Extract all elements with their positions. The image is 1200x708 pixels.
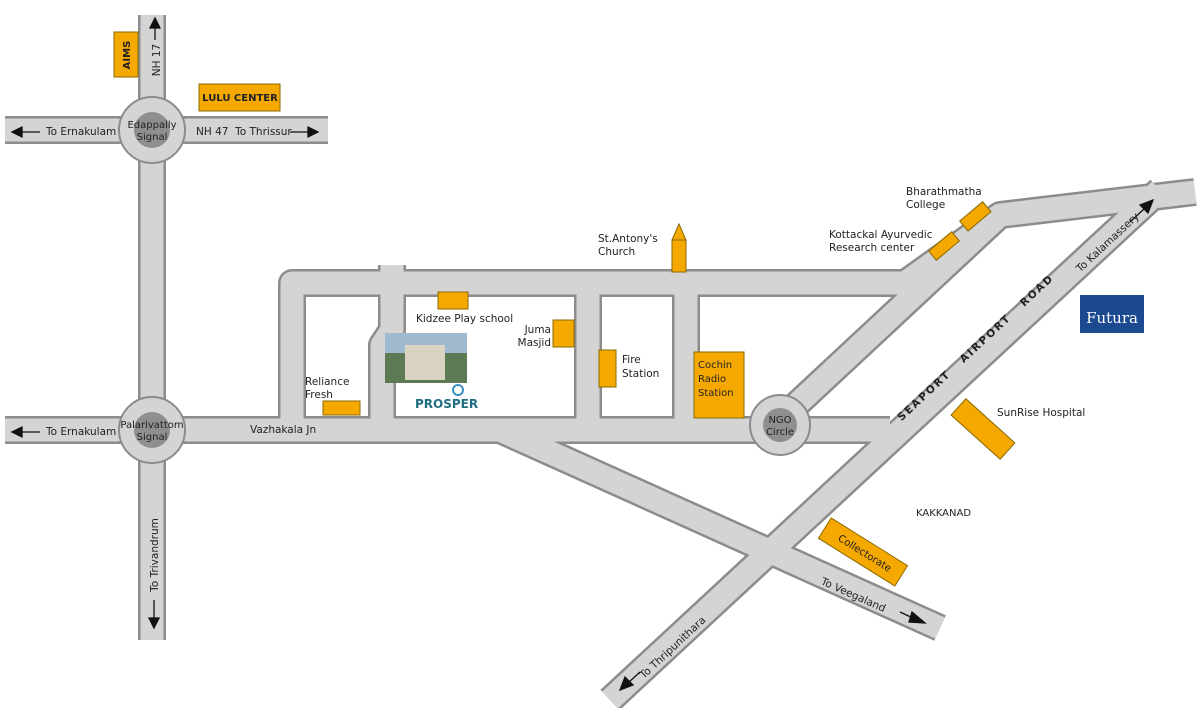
- kottackal-box: [927, 231, 961, 261]
- arrow-up-icon: [148, 16, 162, 29]
- juma-label-2: Masjid: [518, 337, 551, 349]
- aims-box: [113, 31, 139, 78]
- prosper-logo: PROSPER: [415, 384, 478, 411]
- arrow-upright-icon: [1138, 198, 1155, 215]
- bharathmatha-label: Bharathmatha: [906, 186, 982, 198]
- cochin-radio-label: Cochin: [698, 360, 732, 371]
- arrow-left-icon: [10, 425, 23, 439]
- lulu-box: [198, 83, 281, 112]
- to-ernakulam-top-label: To Ernakulam: [45, 126, 116, 138]
- arrow-downleft-icon: [618, 675, 635, 692]
- kottackal-label: Kottackal Ayurvedic: [829, 229, 933, 241]
- sunrise-label: SunRise Hospital: [997, 407, 1085, 419]
- reliance-label-2: Fresh: [305, 389, 333, 401]
- edappally-roundabout: [118, 96, 186, 164]
- fire-label: Fire: [622, 354, 641, 366]
- edappally-label: Edappally: [127, 120, 176, 131]
- nh47-label: NH 47 To Thrissur: [196, 126, 292, 138]
- to-trivandrum-label: To Trivandrum: [149, 518, 161, 593]
- kidzee-box: [437, 291, 469, 310]
- fire-box: [598, 349, 617, 388]
- cochin-radio-label-2: Radio: [698, 374, 726, 385]
- nh17-label: NH 17: [151, 44, 163, 76]
- bharathmatha-label-2: College: [906, 199, 945, 211]
- lulu-label: LULU CENTER: [202, 93, 278, 104]
- juma-label: Juma: [524, 324, 551, 336]
- landmark-boxes: [113, 31, 1016, 587]
- ngo-circle: [749, 394, 811, 456]
- cochin-radio-box: [693, 351, 745, 419]
- arrow-downright-icon: [908, 610, 927, 624]
- reliance-box: [322, 400, 361, 416]
- arrow-right-icon: [307, 125, 320, 139]
- to-ernakulam-bottom-label: To Ernakulam: [45, 426, 116, 438]
- arrow-left-icon: [10, 125, 23, 139]
- juma-box: [552, 319, 575, 348]
- church-spire-icon: [671, 222, 687, 241]
- svg-text:PROSPER: PROSPER: [415, 397, 478, 411]
- reliance-label: Reliance: [305, 376, 349, 388]
- ngo-label-2: Circle: [766, 427, 794, 438]
- vazhakala-label: Vazhakala Jn: [250, 424, 316, 436]
- arrow-down-icon: [147, 617, 161, 630]
- kottackal-label-2: Research center: [829, 242, 915, 254]
- palarivattom-label-2: Signal: [137, 432, 168, 443]
- kakkanad-label: KAKKANAD: [916, 508, 971, 519]
- direction-arrows: [10, 16, 1155, 692]
- palarivattom-roundabout: [118, 396, 186, 464]
- church-label: St.Antony's: [598, 233, 658, 245]
- collectorate-box: [817, 517, 909, 587]
- fire-label-2: Station: [622, 368, 659, 380]
- cochin-radio-label-3: Station: [698, 388, 734, 399]
- church-label-2: Church: [598, 246, 635, 258]
- church-box: [671, 239, 687, 273]
- bharathmatha-box: [958, 201, 992, 232]
- svg-text:Futura: Futura: [1086, 309, 1138, 327]
- kidzee-label: Kidzee Play school: [416, 313, 513, 325]
- ngo-label: NGO: [768, 415, 791, 426]
- sunrise-box: [950, 398, 1016, 460]
- palarivattom-label: Palarivattom: [120, 420, 183, 431]
- project-photo: [385, 333, 467, 383]
- aims-label: AIMS: [122, 41, 133, 70]
- futura-logo: Futura: [1080, 295, 1144, 333]
- edappally-label-2: Signal: [137, 132, 168, 143]
